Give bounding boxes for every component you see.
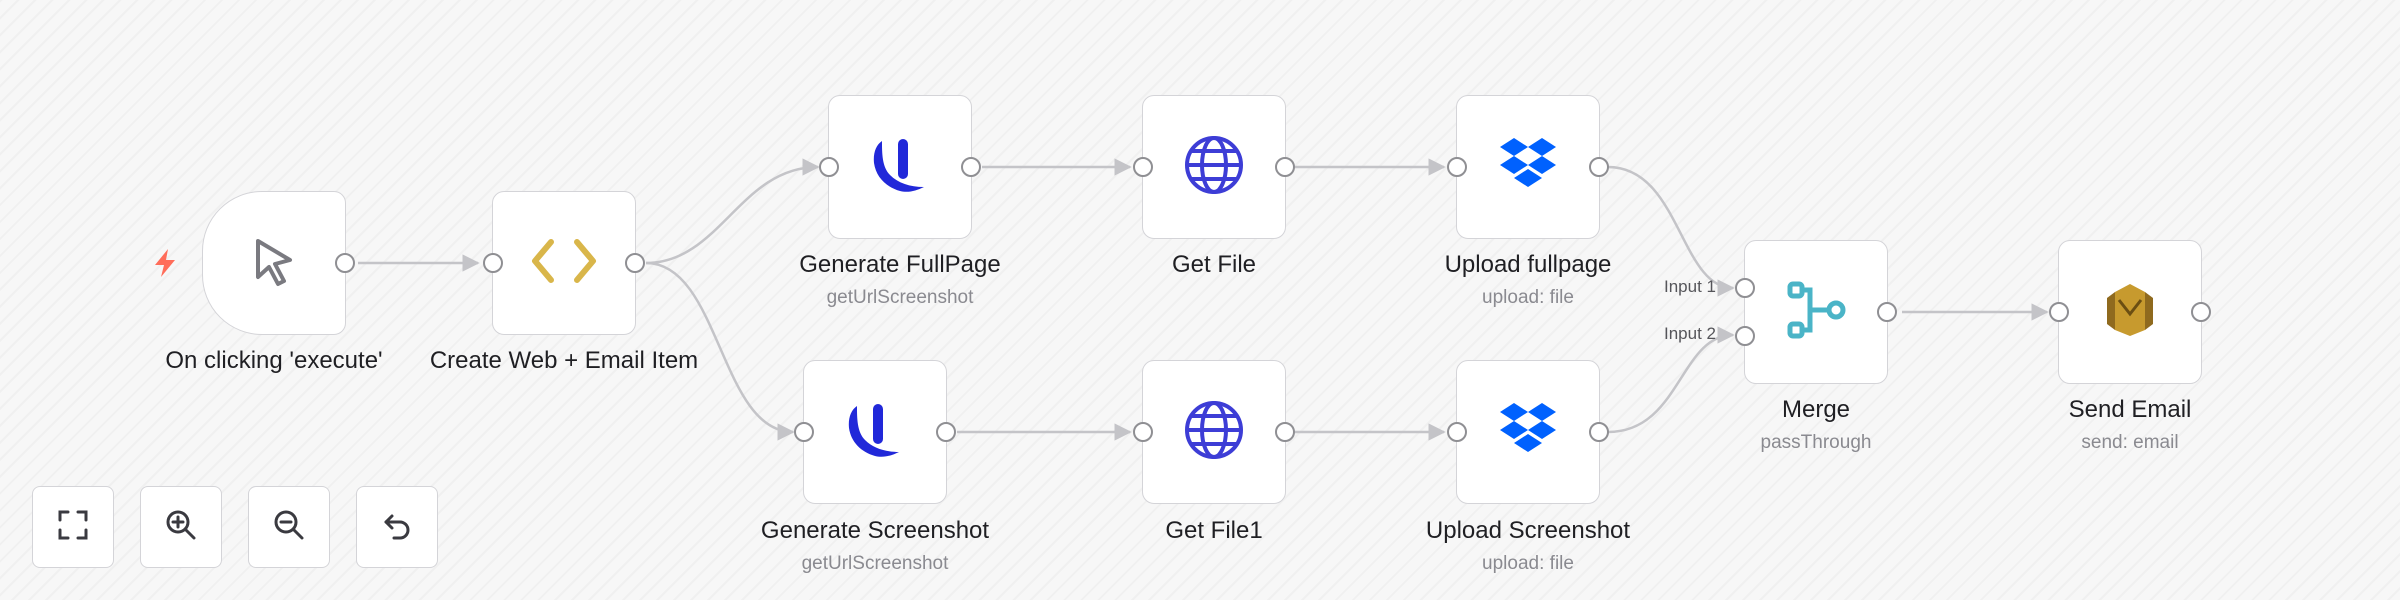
node-label: Get File1 (1165, 517, 1263, 544)
zoom-in-button[interactable] (140, 486, 222, 568)
input-handle[interactable] (483, 253, 503, 273)
zoom-out-icon (272, 508, 306, 547)
node-label: Send Email (2068, 396, 2192, 423)
trigger-bolt-icon (150, 247, 180, 279)
node-label: On clicking 'execute' (165, 347, 383, 374)
screenshot-api-icon (868, 133, 932, 202)
undo-icon (380, 508, 414, 547)
output-handle[interactable] (335, 253, 355, 273)
globe-icon (1182, 398, 1246, 467)
node-upload-fullpage[interactable] (1447, 95, 1609, 239)
node-label: Upload Screenshot (1425, 517, 1631, 544)
output-handle[interactable] (1275, 157, 1295, 177)
input-handle[interactable] (1447, 422, 1467, 442)
node-subtitle: upload: file (1482, 287, 1574, 308)
output-handle[interactable] (1877, 302, 1897, 322)
merge-icon (1784, 278, 1848, 347)
node-subtitle: upload: file (1482, 553, 1574, 574)
input-handle[interactable] (2049, 302, 2069, 322)
node-subtitle: getUrlScreenshot (826, 287, 974, 308)
node-generate-screenshot[interactable] (794, 360, 956, 504)
input-handle-1[interactable] (1735, 278, 1755, 298)
node-create-web-email-item[interactable] (483, 191, 645, 335)
input-handle[interactable] (1447, 157, 1467, 177)
output-handle[interactable] (961, 157, 981, 177)
screenshot-api-icon (843, 398, 907, 467)
globe-icon (1182, 133, 1246, 202)
zoom-out-button[interactable] (248, 486, 330, 568)
merge-input-1-label: Input 1 (1664, 277, 1716, 296)
edge-code-to-gen-full (645, 158, 820, 265)
node-upload-screenshot[interactable] (1447, 360, 1609, 504)
output-handle[interactable] (1589, 422, 1609, 442)
input-handle[interactable] (794, 422, 814, 442)
edge-code-to-gen-shot (645, 261, 795, 441)
edge-upload-full-to-merge (1607, 165, 1735, 297)
node-trigger[interactable] (202, 191, 355, 335)
aws-ses-icon (2101, 280, 2159, 345)
dropbox-icon (1496, 136, 1560, 199)
node-label: Create Web + Email Item (429, 347, 699, 374)
dropbox-icon (1496, 401, 1560, 464)
input-handle-2[interactable] (1735, 326, 1755, 346)
code-icon (531, 236, 597, 291)
output-handle[interactable] (625, 253, 645, 273)
edge-upload-shot-to-merge (1607, 326, 1735, 434)
node-subtitle: getUrlScreenshot (801, 553, 949, 574)
node-label: Upload fullpage (1444, 251, 1612, 278)
node-merge[interactable] (1735, 240, 1897, 384)
merge-input-2-label: Input 2 (1664, 324, 1716, 343)
fullscreen-icon (56, 508, 90, 547)
node-subtitle: passThrough (1760, 432, 1872, 453)
output-handle[interactable] (1589, 157, 1609, 177)
node-get-file1[interactable] (1133, 360, 1295, 504)
node-generate-fullpage[interactable] (819, 95, 981, 239)
input-handle[interactable] (1133, 157, 1153, 177)
node-send-email[interactable] (2049, 240, 2211, 384)
node-label: Generate FullPage (799, 251, 1001, 278)
reset-zoom-button[interactable] (356, 486, 438, 568)
input-handle[interactable] (1133, 422, 1153, 442)
node-subtitle: send: email (2081, 432, 2179, 453)
node-label: Get File (1171, 251, 1257, 278)
zoom-in-icon (164, 508, 198, 547)
node-label: Merge (1781, 396, 1851, 423)
output-handle[interactable] (1275, 422, 1295, 442)
node-label: Generate Screenshot (760, 517, 990, 544)
fit-view-button[interactable] (32, 486, 114, 568)
output-handle[interactable] (936, 422, 956, 442)
node-get-file[interactable] (1133, 95, 1295, 239)
output-handle[interactable] (2191, 302, 2211, 322)
input-handle[interactable] (819, 157, 839, 177)
cursor-icon (244, 231, 304, 296)
